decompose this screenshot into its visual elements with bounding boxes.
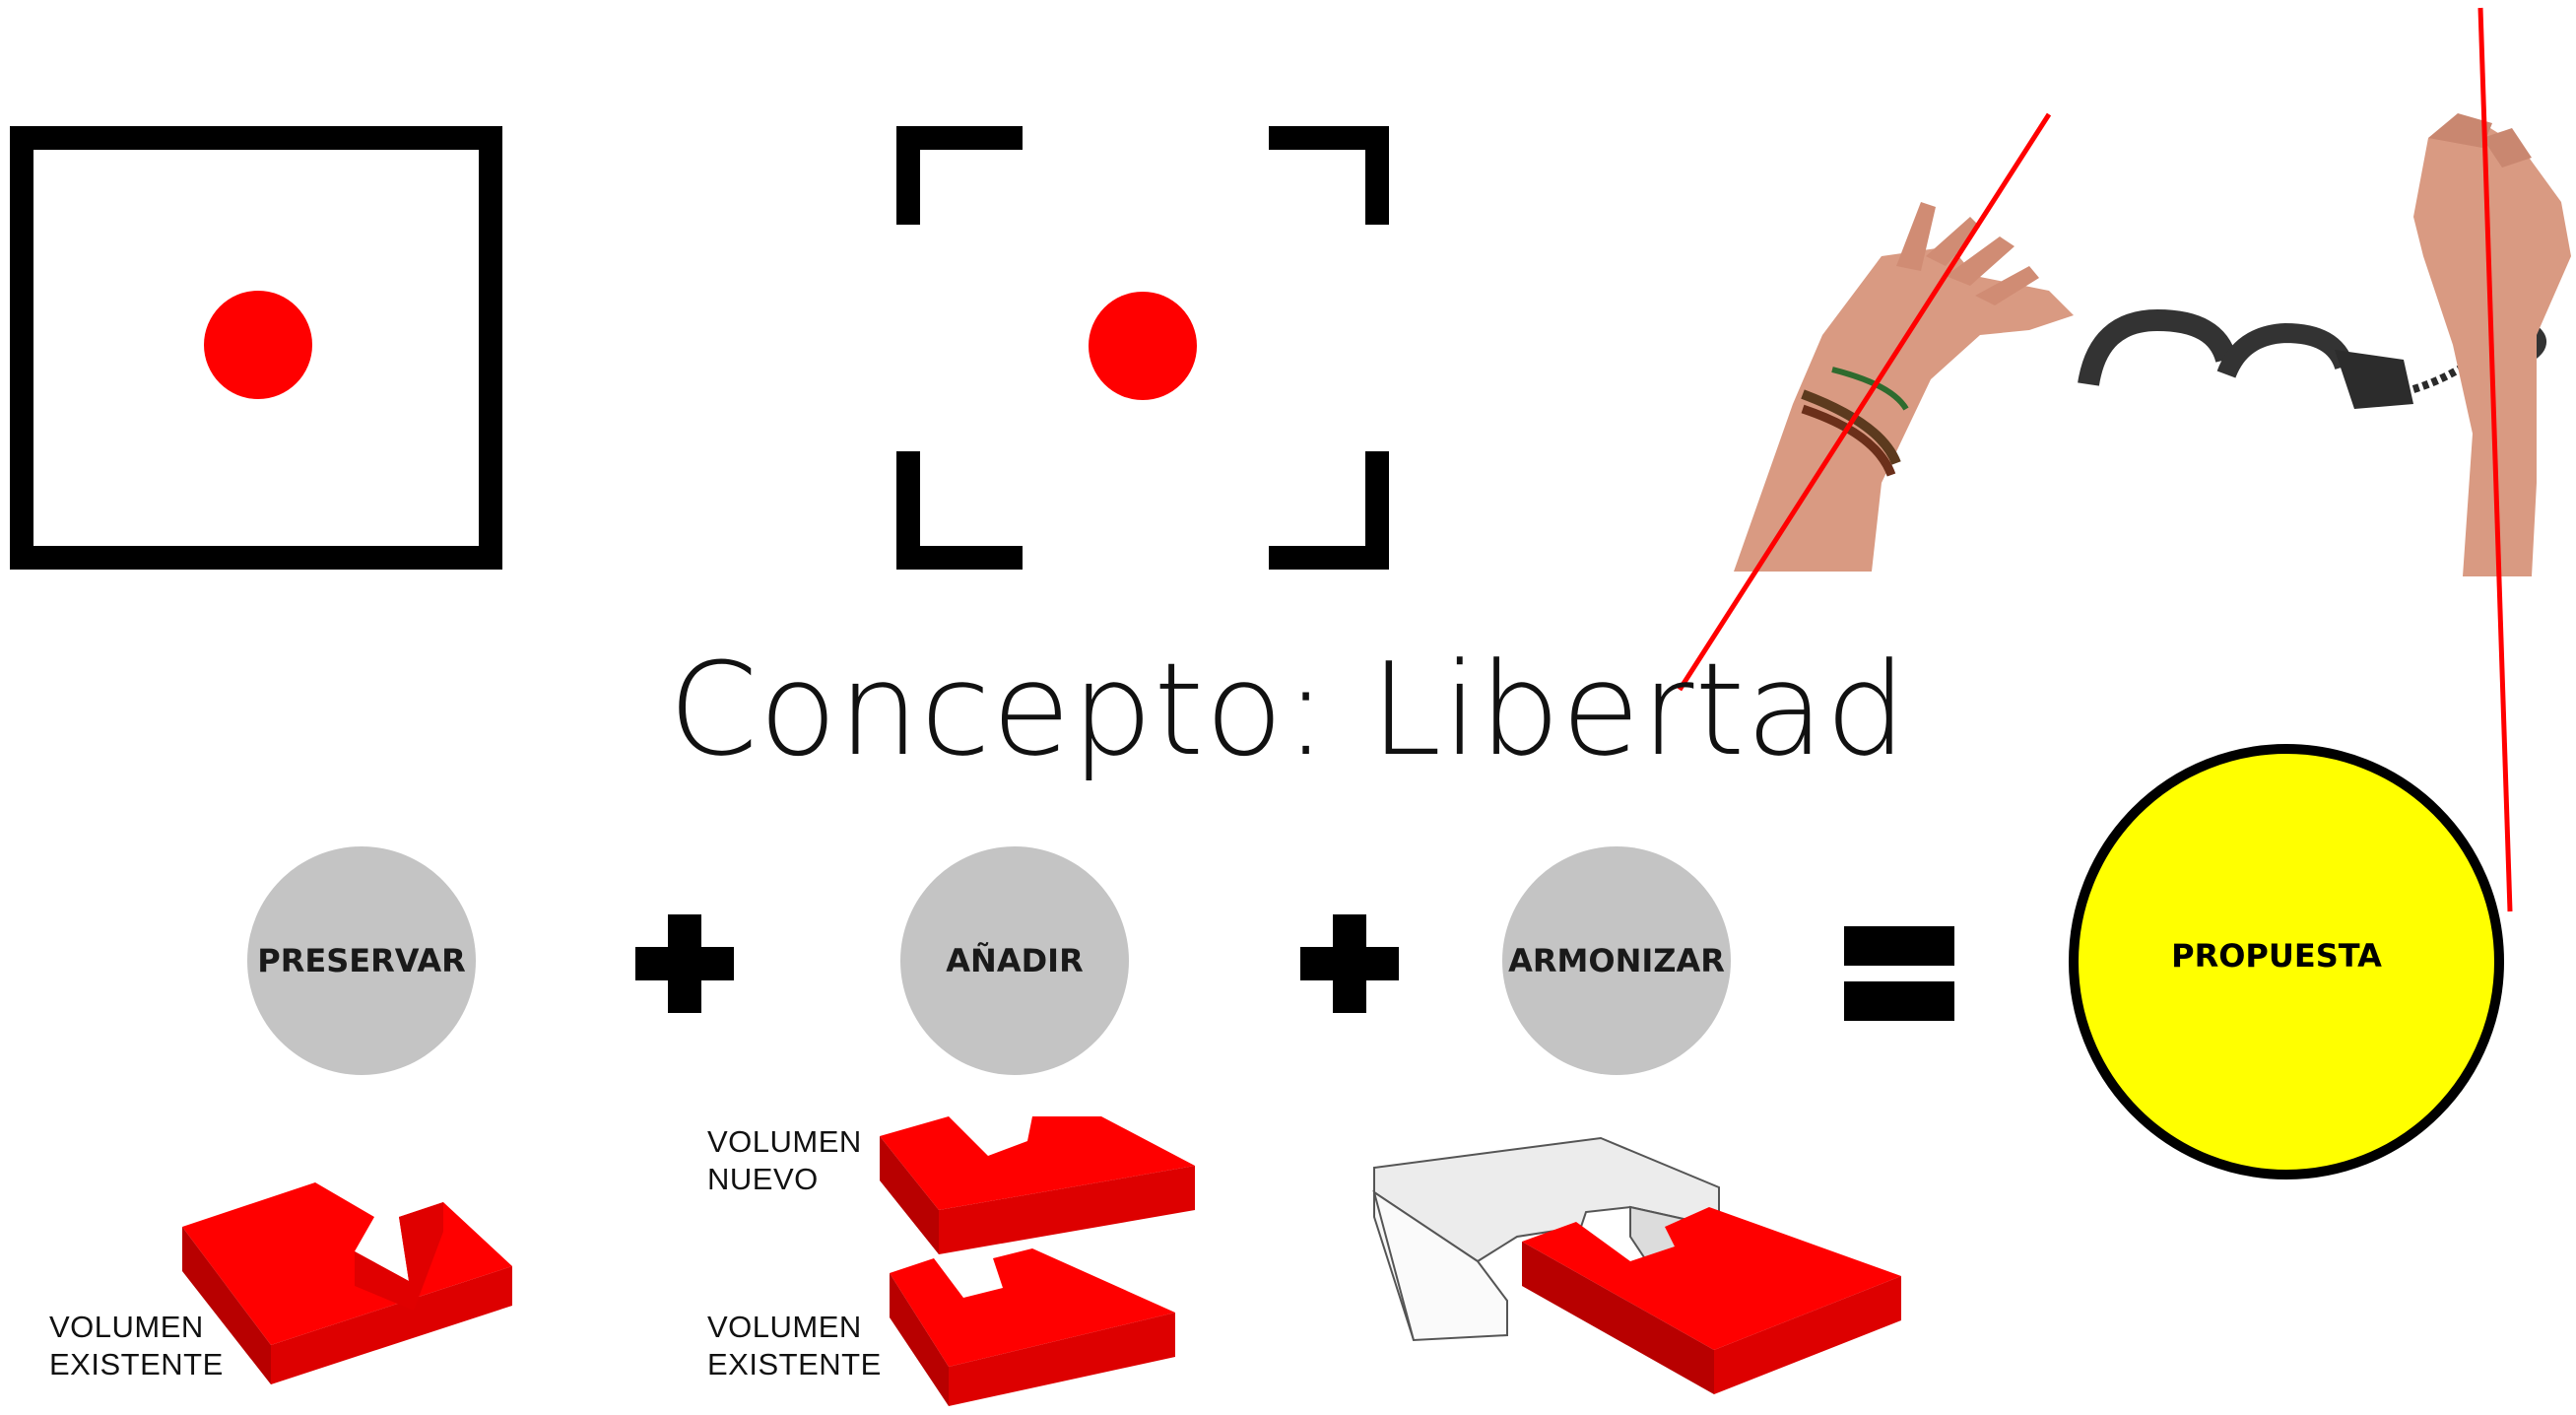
step-circle-add [900, 846, 1129, 1075]
volume-existing-2-line2: EXISTENTE [707, 1347, 882, 1381]
step-label-harmonize: ARMONIZAR [1508, 942, 1725, 979]
open-frame-icon [896, 126, 1389, 570]
step-label-add: AÑADIR [946, 942, 1084, 979]
volume-existing-2-line1: VOLUMEN [707, 1310, 862, 1344]
volume-existing-block [182, 1182, 512, 1384]
volume-new-line1: VOLUMEN [707, 1124, 862, 1159]
red-dot [1089, 292, 1197, 400]
new-volume [1522, 1207, 1901, 1394]
volume-existing-label: VOLUMEN EXISTENTE [49, 1309, 224, 1383]
hands-handcuffs-image [1734, 113, 2571, 576]
result-label: PROPUESTA [2171, 937, 2382, 975]
volume-existing-label-2: VOLUMEN EXISTENTE [707, 1309, 882, 1383]
volume-new-line2: NUEVO [707, 1162, 819, 1196]
plus-icon [1300, 914, 1399, 1013]
step-label-preserve: PRESERVAR [257, 942, 466, 979]
left-hand-icon [1734, 202, 2074, 572]
right-hand-icon [2413, 113, 2571, 576]
volume-harmonized-block [1372, 1136, 1901, 1394]
red-dot [204, 291, 312, 399]
step-circle-preserve [247, 846, 476, 1075]
volume-existing-line1: VOLUMEN [49, 1310, 204, 1344]
closed-frame-icon [10, 126, 502, 570]
step-circle-harmonize [1502, 846, 1731, 1075]
volume-existing-line2: EXISTENTE [49, 1347, 224, 1381]
result-circle [2069, 744, 2504, 1179]
volume-new-block [880, 1116, 1195, 1254]
page-title: Concepto: Libertad [668, 635, 1908, 784]
plus-icon [635, 914, 734, 1013]
volume-existing-block-2 [890, 1248, 1175, 1406]
volume-new-label: VOLUMEN NUEVO [707, 1123, 862, 1198]
equals-icon [1844, 926, 1954, 1021]
